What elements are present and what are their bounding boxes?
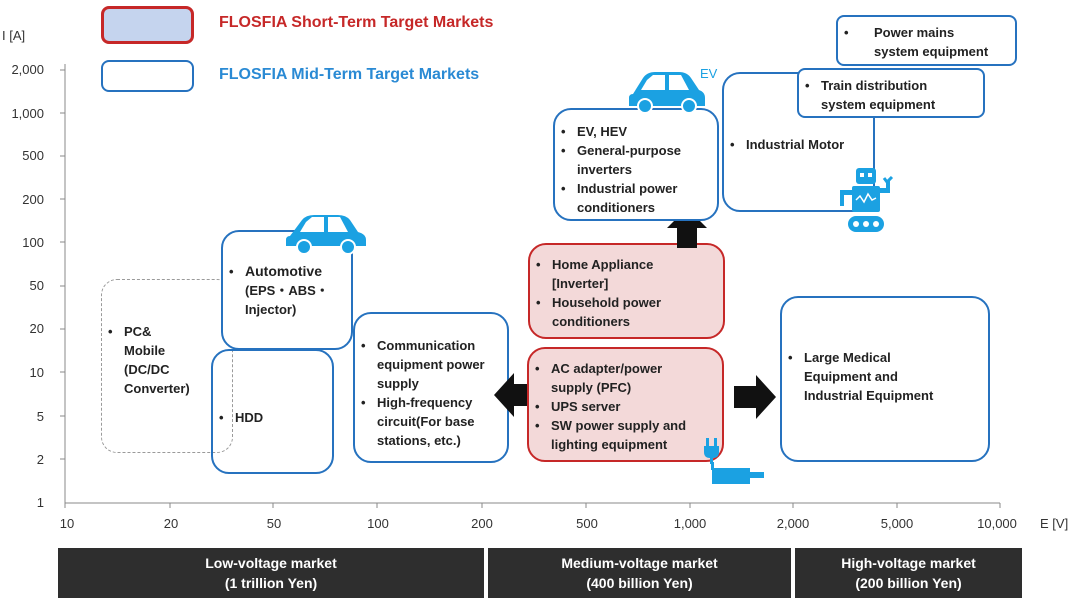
x-tick: 20 (163, 516, 179, 531)
home-appliance-item: Home Appliance [Inverter] (530, 255, 723, 293)
x-tick: 200 (471, 516, 493, 531)
communication-item: Communication equipment power supply (355, 336, 507, 393)
legend-mid-label: FLOSFIA Mid-Term Target Markets (219, 66, 480, 83)
y-tick: 2 (36, 452, 44, 467)
high-voltage-size: (200 billion Yen) (855, 575, 962, 591)
ev-box: EV, HEV General-purpose inverters Indust… (553, 108, 719, 221)
medium-voltage-market-bar: Medium-voltage market (400 billion Yen) (488, 548, 791, 598)
y-axis-label: I [A] (2, 28, 26, 43)
industrial-power-item: Industrial power conditioners (555, 179, 717, 217)
ev-car-icon (629, 72, 705, 114)
ups-server-item: UPS server (529, 397, 722, 416)
household-power-item: Household power conditioners (530, 293, 723, 331)
ac-adapter-item: AC adapter/power supply (PFC) (529, 359, 722, 397)
x-axis-label: E [V] (1040, 516, 1069, 531)
medium-voltage-size: (400 billion Yen) (586, 575, 693, 591)
industrial-motor-item: Industrial Motor (724, 135, 873, 154)
power-mains-box: Power mains system equipment (836, 15, 1017, 66)
ev-tag: EV (700, 66, 718, 81)
y-tick: 100 (22, 235, 44, 250)
low-voltage-size: (1 trillion Yen) (224, 575, 318, 591)
robot-icon (840, 168, 894, 232)
medical-equipment-item: Large Medical Equipment and Industrial E… (782, 348, 988, 405)
legend-mid-swatch (101, 60, 194, 92)
y-tick: 200 (22, 192, 44, 207)
medical-equipment-box: Large Medical Equipment and Industrial E… (780, 296, 990, 462)
high-voltage-name: High-voltage market (841, 555, 976, 571)
x-tick: 2,000 (776, 516, 810, 531)
pc-mobile-box: PC& Mobile (DC/DC Converter) (101, 279, 233, 453)
legend-short-swatch (101, 6, 194, 44)
ac-adapter-box: AC adapter/power supply (PFC) UPS server… (527, 347, 724, 462)
train-distribution-item: Train distribution system equipment (799, 76, 983, 114)
x-tick: 100 (367, 516, 389, 531)
right-arrow-icon (734, 375, 776, 419)
hdd-box: HDD (211, 349, 334, 474)
x-tick: 5,000 (880, 516, 914, 531)
y-tick: 5 (36, 409, 44, 424)
pc-mobile-item: PC& Mobile (DC/DC Converter) (102, 322, 232, 398)
low-voltage-name: Low-voltage market (205, 555, 337, 571)
power-mains-item: Power mains system equipment (838, 23, 1015, 61)
legend-short-label: FLOSFIA Short-Term Target Markets (219, 14, 494, 31)
x-tick: 10 (59, 516, 75, 531)
x-tick: 50 (266, 516, 282, 531)
axis-lines (60, 64, 1001, 508)
car-icon (286, 215, 366, 255)
x-tick: 1,000 (673, 516, 707, 531)
left-arrow-icon (494, 373, 536, 417)
plug-icon (704, 438, 764, 484)
automotive-box: Automotive (EPS・ABS・ Injector) (221, 230, 353, 350)
x-tick: 10,000 (977, 516, 1017, 531)
y-tick: 500 (22, 148, 44, 163)
sw-power-item: SW power supply and lighting equipment (529, 416, 722, 454)
y-tick: 1 (36, 495, 44, 510)
high-voltage-market-bar: High-voltage market (200 billion Yen) (795, 548, 1022, 598)
train-distribution-box: Train distribution system equipment (797, 68, 985, 118)
ev-hev-item: EV, HEV (555, 122, 717, 141)
communication-box: Communication equipment power supply Hig… (353, 312, 509, 463)
medium-voltage-name: Medium-voltage market (561, 555, 718, 571)
y-tick: 10 (29, 365, 44, 380)
y-tick: 20 (29, 321, 44, 336)
general-purpose-item: General-purpose inverters (555, 141, 717, 179)
y-tick: 1,000 (11, 106, 44, 121)
high-frequency-item: High-frequency circuit(For base stations… (355, 393, 507, 450)
y-tick: 2,000 (11, 62, 44, 77)
automotive-item: Automotive (EPS・ABS・ Injector) (223, 262, 351, 319)
x-tick: 500 (576, 516, 598, 531)
hdd-item: HDD (213, 408, 332, 427)
y-tick: 50 (29, 278, 44, 293)
home-appliance-box: Home Appliance [Inverter] Household powe… (528, 243, 725, 339)
low-voltage-market-bar: Low-voltage market (1 trillion Yen) (58, 548, 484, 598)
